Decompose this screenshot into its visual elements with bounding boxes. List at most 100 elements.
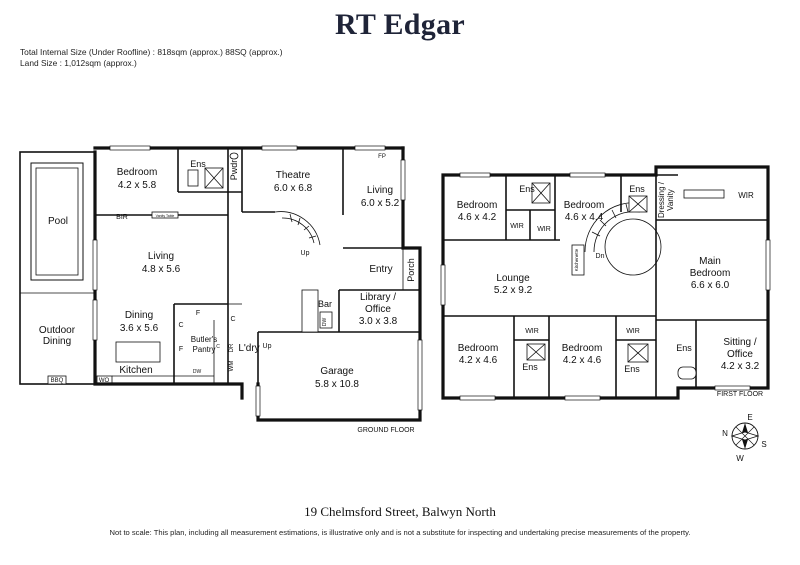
ens5-label: Ens bbox=[676, 343, 692, 353]
pwdr-toilet bbox=[229, 152, 239, 160]
bedroom-size: 4.2 x 5.8 bbox=[118, 180, 157, 191]
compass-s: S bbox=[761, 440, 766, 449]
ldry-label: L'dry bbox=[238, 343, 259, 354]
wir2-label: WIR bbox=[537, 226, 551, 233]
theatre-label: Theatre bbox=[276, 170, 311, 181]
bar-label: Bar bbox=[318, 299, 332, 309]
wir1-label: WIR bbox=[510, 223, 524, 230]
lounge-label: Lounge bbox=[496, 273, 530, 284]
bir-label: BIR bbox=[116, 214, 128, 221]
wir-main-label: WIR bbox=[738, 191, 754, 200]
bed1-size: 4.6 x 4.2 bbox=[458, 212, 497, 223]
bathtub bbox=[677, 366, 697, 380]
compass-w: W bbox=[736, 454, 744, 463]
wm-label: WM bbox=[229, 361, 235, 372]
ens4-label: Ens bbox=[624, 364, 640, 374]
land-size-text: Land Size : 1,012sqm (approx.) bbox=[20, 58, 137, 68]
kitchenette-label: Kitchenette bbox=[574, 248, 579, 271]
dw-label-1: DW bbox=[322, 318, 328, 327]
bar-dishwasher bbox=[319, 311, 333, 329]
fp-label: FP bbox=[378, 154, 386, 160]
wir-main-shelf bbox=[683, 189, 725, 199]
kitchenette-bench bbox=[571, 244, 585, 276]
sitting-label-1: Sitting / bbox=[723, 337, 757, 348]
up-label-2: Up bbox=[263, 343, 272, 350]
compass-icon bbox=[730, 422, 760, 450]
first-floor-plan bbox=[440, 165, 771, 401]
dining-label: Dining bbox=[125, 310, 153, 321]
kitchen-island bbox=[115, 341, 161, 363]
f-label-2: F bbox=[179, 346, 183, 353]
compass-n: N bbox=[722, 429, 728, 438]
ens2-label: Ens bbox=[629, 184, 645, 194]
bed3-label: Bedroom bbox=[458, 343, 499, 354]
pool-basin bbox=[30, 162, 84, 281]
garage-label: Garage bbox=[320, 366, 354, 377]
dressing-label-1: Dressing / bbox=[657, 181, 666, 218]
vanity-label: Vanity Table bbox=[156, 214, 175, 218]
bbq-unit bbox=[47, 375, 67, 385]
pool-inner bbox=[35, 167, 79, 276]
library-label-1: Library / bbox=[360, 292, 396, 303]
bed1-label: Bedroom bbox=[457, 200, 498, 211]
dr-label: DR bbox=[229, 343, 235, 352]
bar-counter bbox=[301, 289, 319, 333]
bbq-label: BBQ bbox=[51, 378, 64, 384]
bed2-label: Bedroom bbox=[564, 200, 605, 211]
porch-label: Porch bbox=[406, 258, 416, 282]
dressing-label-2: Vanity bbox=[666, 189, 675, 211]
c-label-1: C bbox=[178, 322, 183, 329]
library-size: 3.0 x 3.8 bbox=[359, 316, 398, 327]
ens-label: Ens bbox=[190, 159, 206, 169]
ens1-label: Ens bbox=[519, 184, 535, 194]
ground-stairs bbox=[274, 211, 321, 246]
ens-vanity bbox=[187, 169, 199, 187]
compass-e: E bbox=[747, 413, 752, 422]
outdoor-label-2: Dining bbox=[43, 336, 71, 347]
wir3-label: WIR bbox=[525, 328, 539, 335]
dining-size: 3.6 x 5.6 bbox=[120, 323, 159, 334]
main-bed-label-2: Bedroom bbox=[690, 268, 731, 279]
dn-label: Dn bbox=[596, 253, 605, 260]
first-outer-wall bbox=[441, 165, 770, 400]
ground-floor-plan bbox=[19, 145, 423, 422]
living2-size: 4.8 x 5.6 bbox=[142, 264, 181, 275]
ground-floor-caption: GROUND FLOOR bbox=[357, 427, 414, 434]
bed4-label: Bedroom bbox=[562, 343, 603, 354]
outdoor-label-1: Outdoor bbox=[39, 325, 76, 336]
main-bed-size: 6.6 x 6.0 bbox=[691, 280, 730, 291]
brand-logo: RT Edgar bbox=[335, 8, 465, 41]
butler-label-1: Butler's bbox=[191, 335, 217, 344]
bed4-size: 4.2 x 4.6 bbox=[563, 355, 602, 366]
dw-label-2: DW bbox=[193, 369, 202, 375]
bedroom-label: Bedroom bbox=[117, 167, 158, 178]
sitting-label-2: Office bbox=[727, 349, 753, 360]
main-bed-label-1: Main bbox=[699, 256, 721, 267]
first-floor-caption: FIRST FLOOR bbox=[717, 391, 763, 398]
f-label-1: F bbox=[196, 310, 200, 317]
sitting-size: 4.2 x 3.2 bbox=[721, 361, 760, 372]
pool-label: Pool bbox=[48, 216, 68, 227]
up-label-1: Up bbox=[301, 250, 310, 257]
library-label-2: Office bbox=[365, 304, 391, 315]
living-size: 6.0 x 5.2 bbox=[361, 198, 400, 209]
lounge-size: 5.2 x 9.2 bbox=[494, 285, 533, 296]
c-label-2: C bbox=[230, 316, 235, 323]
pwdr-label: Pwdr bbox=[229, 160, 239, 181]
porch-area bbox=[402, 247, 421, 291]
c-label-3: C bbox=[216, 344, 220, 350]
living-label: Living bbox=[367, 185, 393, 196]
wo-label: WO bbox=[99, 378, 110, 384]
property-address: 19 Chelmsford Street, Balwyn North bbox=[304, 504, 496, 519]
kitchen-label: Kitchen bbox=[119, 365, 152, 376]
bed3-size: 4.2 x 4.6 bbox=[459, 355, 498, 366]
ens3-label: Ens bbox=[522, 362, 538, 372]
entry-label: Entry bbox=[369, 264, 392, 275]
wir4-label: WIR bbox=[626, 328, 640, 335]
stair-well bbox=[604, 218, 662, 276]
internal-size-text: Total Internal Size (Under Roofline) : 8… bbox=[20, 47, 283, 57]
theatre-size: 6.0 x 6.8 bbox=[274, 183, 313, 194]
butler-label-2: Pantry bbox=[192, 345, 215, 354]
vanity-table bbox=[151, 211, 179, 219]
